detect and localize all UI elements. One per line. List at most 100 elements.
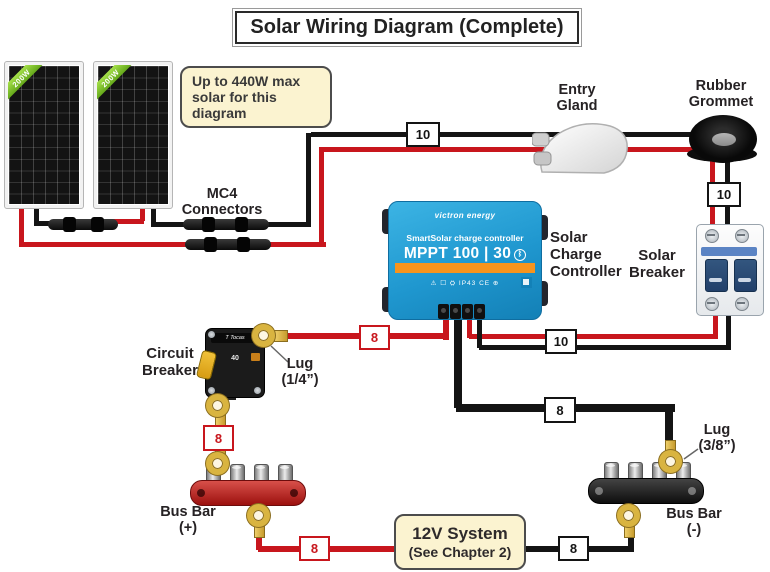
lug-barrel [274, 330, 288, 342]
wire-segment [151, 206, 156, 224]
screw-dot [208, 331, 215, 338]
ring-lug [617, 504, 640, 527]
wire-segment [306, 133, 311, 227]
wire-segment [469, 334, 718, 339]
wire-segment [467, 320, 472, 338]
mount-hole [197, 489, 205, 497]
wattage-ribbon: 200W [8, 65, 80, 205]
system-box-line1: 12V System [412, 524, 508, 543]
wire-segment [454, 318, 462, 408]
solar-panel-left: 200W [4, 61, 84, 209]
wire-segment [19, 242, 186, 247]
lug-barrel [254, 526, 265, 538]
ring-lug [247, 504, 270, 527]
ring-lug-three-eighths [659, 450, 682, 473]
qr-code [521, 277, 532, 288]
wire-segment [268, 242, 326, 247]
label-entry-gland: Entry Gland [556, 82, 598, 115]
mc4-connector-pair [183, 217, 269, 232]
wattage-badge: 200W [97, 65, 137, 105]
wire-segment [19, 206, 24, 244]
ring-lug [206, 452, 229, 475]
breaker-screw [735, 297, 749, 311]
breaker-toggle [705, 259, 728, 292]
circuit-breaker-device: T Tocas 40 [195, 328, 265, 398]
bus-bar-positive [190, 480, 306, 506]
breaker-screw [705, 297, 719, 311]
certification-icons: ⚠ ☐ ⛭ IP43 CE ⊕ [430, 280, 500, 287]
max-wattage-note: Up to 440W max solar for this diagram [180, 66, 332, 128]
wire-segment [713, 312, 718, 338]
solar-breaker-device [696, 224, 764, 316]
wire-segment [665, 404, 673, 446]
wattage-badge: 200W [8, 65, 48, 105]
lug-barrel [624, 526, 635, 538]
label-bus-bar-negative: Bus Bar (-) [666, 506, 722, 539]
wattage-ribbon: 200W [97, 65, 169, 205]
label-mc4-connectors: MC4 Connectors [181, 186, 263, 219]
note-text: Up to 440W max solar for this diagram [192, 73, 301, 121]
wire-gauge-8: 8 [299, 536, 330, 561]
breaker-screw [735, 229, 749, 243]
label-solar-charge-controller: Solar Charge Controller [550, 229, 622, 280]
twelve-volt-system-box: 12V System (See Chapter 2) [394, 514, 526, 570]
wire-segment [311, 132, 697, 137]
label-rubber-grommet: Rubber Grommet [688, 78, 754, 111]
wire-segment [477, 320, 482, 348]
screw-dot [208, 387, 215, 394]
circuit-breaker-brand: T Tocas [211, 333, 259, 343]
label-lug-three-eighths: Lug (3/8”) [698, 422, 736, 455]
bluetooth-icon: ᛒ [514, 249, 527, 261]
label-solar-breaker: Solar Breaker [629, 247, 685, 281]
diagram-title-box: Solar Wiring Diagram (Complete) [232, 8, 582, 47]
wire-segment [443, 320, 449, 340]
wire-segment [267, 222, 311, 227]
mc4-connector-pair [48, 217, 118, 232]
screw-dot [254, 387, 261, 394]
victron-logo: victron energy [434, 211, 496, 220]
solar-panel-right: 200W [93, 61, 173, 209]
solar-charge-controller-device: victron energy SmartSolar charge control… [382, 201, 548, 320]
entry-gland-graphic [531, 116, 632, 183]
wire-segment [324, 147, 698, 152]
breaker-window [251, 353, 260, 361]
solar-panel-cells [98, 66, 168, 204]
ring-lug-quarter [252, 324, 275, 347]
diagram-title: Solar Wiring Diagram (Complete) [235, 11, 579, 44]
grommet-hole [712, 133, 736, 146]
breaker-label-band [701, 247, 757, 256]
mount-hole [688, 487, 696, 495]
breaker-toggle [734, 259, 757, 292]
controller-terminal [438, 304, 449, 319]
label-bus-bar-positive: Bus Bar (+) [160, 504, 216, 537]
wire-gauge-8: 8 [359, 325, 390, 350]
wire-segment [34, 206, 39, 223]
orange-stripe [395, 263, 535, 273]
breaker-screw [705, 229, 719, 243]
wire-segment [112, 219, 144, 224]
wire-segment [319, 147, 324, 247]
controller-terminal [450, 304, 461, 319]
controller-product-line: SmartSolar charge controller [406, 233, 524, 243]
mc4-connector-pair [185, 237, 271, 252]
wire-segment [726, 312, 731, 350]
wire-segment [151, 222, 187, 227]
mount-hole [595, 487, 603, 495]
label-circuit-breaker: Circuit Breaker [142, 345, 198, 379]
wire-gauge-8: 8 [203, 425, 234, 451]
wire-gauge-10: 10 [545, 329, 577, 354]
wire-segment [479, 345, 731, 350]
solar-panel-cells [9, 66, 79, 204]
label-lug-quarter: Lug (1/4”) [281, 356, 319, 389]
wire-segment [628, 530, 634, 548]
wire-segment [256, 530, 262, 550]
controller-terminal [462, 304, 473, 319]
controller-body: victron energy SmartSolar charge control… [388, 201, 542, 320]
controller-terminal [474, 304, 485, 319]
bus-bar-negative [588, 478, 704, 504]
wire-segment [140, 206, 145, 221]
wire-gauge-10: 10 [707, 182, 741, 207]
wire-gauge-10: 10 [406, 122, 440, 147]
